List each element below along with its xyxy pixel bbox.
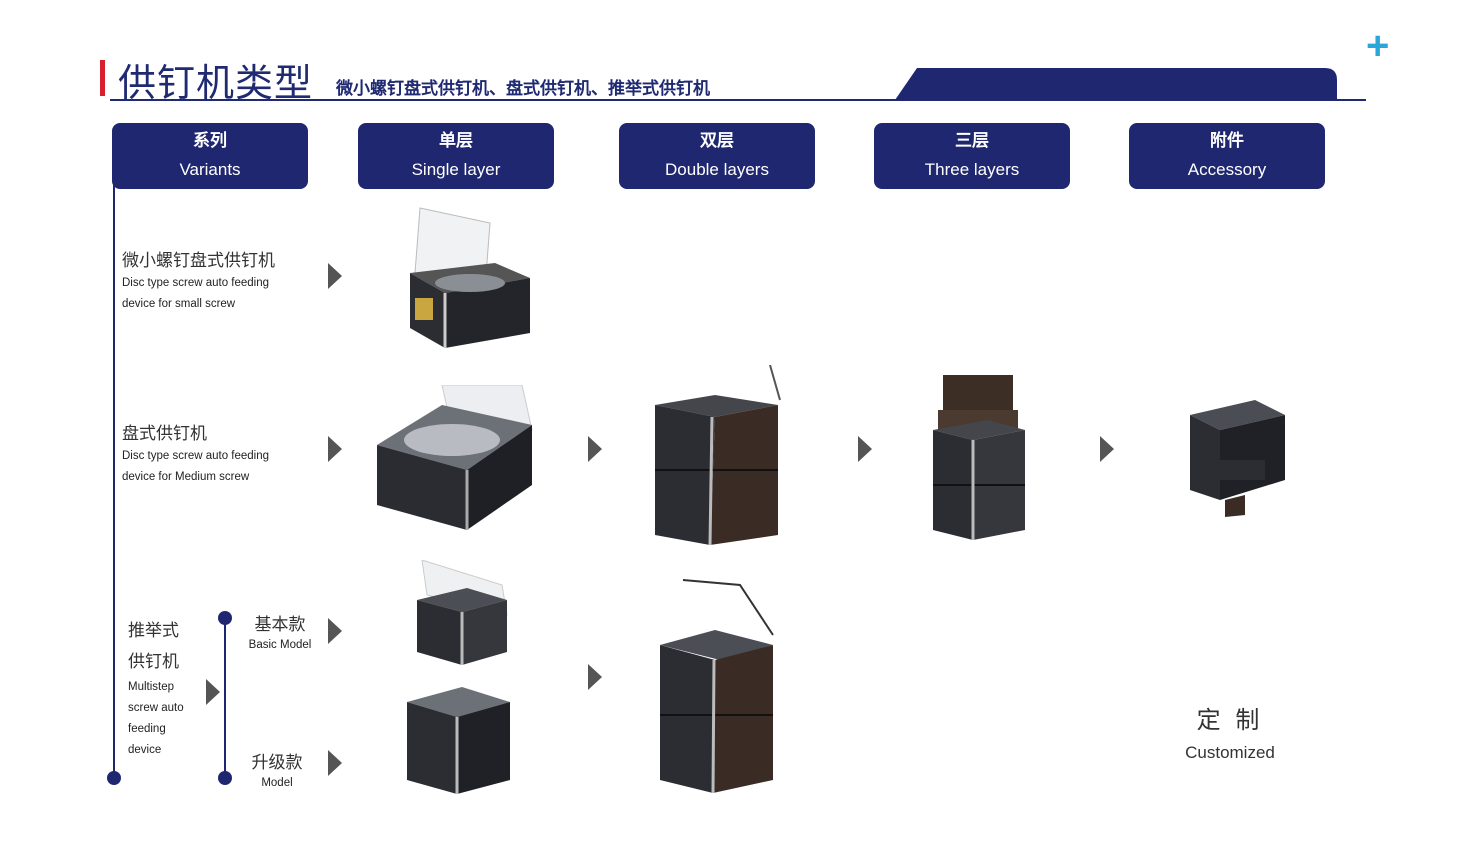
customized-en: Customized — [1185, 743, 1275, 762]
header-double-layers: 双层 Double layers — [619, 123, 815, 189]
arrow-right-icon — [206, 679, 220, 705]
header-three-layers-en: Three layers — [924, 160, 1020, 179]
upgrade-model-zh: 升级款 — [251, 753, 303, 772]
plus-icon[interactable]: + — [1366, 24, 1390, 68]
row-small-en2: device for small screw — [122, 298, 236, 310]
header-three-layers: 三层 Three layers — [874, 123, 1070, 189]
row-medium-en2: device for Medium screw — [122, 471, 250, 483]
product-multistep-upgrade-image — [407, 687, 510, 794]
header-single-layer: 单层 Single layer — [358, 123, 554, 189]
product-accessory-image — [1190, 400, 1285, 517]
row-small-screw-label: 微小螺钉盘式供钉机 Disc type screw auto feeding d… — [122, 246, 312, 315]
upgrade-model-label: 升级款 Model — [240, 748, 314, 789]
arrow-right-icon — [1100, 436, 1114, 462]
product-three-layer-feeder-image — [933, 375, 1025, 540]
header-variants: 系列 Variants — [112, 123, 308, 189]
customized-zh: 定 制 — [1196, 707, 1264, 734]
product-small-disc-feeder-image — [410, 207, 530, 348]
sub-timeline-dot-bottom — [218, 771, 232, 785]
product-multistep-double-layer-image — [660, 579, 774, 794]
upgrade-model-en: Model — [261, 777, 293, 789]
row-multistep-en3: device — [128, 744, 162, 756]
variants-timeline-line — [113, 185, 115, 778]
header-single-layer-zh: 单层 — [439, 131, 473, 150]
header-variants-en: Variants — [179, 160, 241, 179]
page-title: 供钉机类型 — [118, 63, 314, 105]
row-small-en1: Disc type screw auto feeding — [122, 277, 270, 289]
arrow-right-icon — [858, 436, 872, 462]
row-multistep-label: 推举式 供钉机 Multistep screw auto feeding dev… — [128, 615, 208, 761]
customized-block: 定 制 Customized — [1170, 700, 1290, 763]
arrow-right-icon — [328, 263, 342, 289]
basic-model-label: 基本款 Basic Model — [240, 610, 320, 651]
product-medium-disc-feeder-single-image — [377, 385, 533, 530]
basic-model-en: Basic Model — [248, 639, 312, 651]
page-subtitle: 微小螺钉盘式供钉机、盘式供钉机、推举式供钉机 — [336, 79, 710, 98]
header-variants-zh: 系列 — [193, 131, 227, 150]
row-medium-zh: 盘式供钉机 — [122, 424, 207, 443]
arrow-right-icon — [328, 436, 342, 462]
row-multistep-zh2: 供钉机 — [128, 652, 179, 671]
row-multistep-en0: Multistep — [128, 681, 175, 693]
arrow-right-icon — [328, 618, 342, 644]
timeline-end-dot — [107, 771, 121, 785]
sub-timeline-dot-top — [218, 611, 232, 625]
arrow-right-icon — [328, 750, 342, 776]
row-medium-screw-label: 盘式供钉机 Disc type screw auto feeding devic… — [122, 419, 312, 488]
header-accessory: 附件 Accessory — [1129, 123, 1325, 189]
header-accessory-zh: 附件 — [1210, 131, 1244, 150]
arrow-right-icon — [588, 436, 602, 462]
header-single-layer-en: Single layer — [411, 160, 501, 179]
arrow-right-icon — [588, 664, 602, 690]
title-accent-bar — [100, 60, 105, 96]
row-multistep-en1: screw auto — [128, 702, 184, 714]
header-double-layers-zh: 双层 — [700, 131, 734, 150]
header-accessory-en: Accessory — [1187, 160, 1267, 179]
header-double-layers-en: Double layers — [665, 160, 769, 179]
sub-timeline-line — [224, 618, 226, 778]
row-multistep-zh1: 推举式 — [128, 621, 179, 640]
product-multistep-basic-image — [417, 560, 508, 665]
product-double-layer-feeder-image — [655, 365, 781, 546]
row-medium-en1: Disc type screw auto feeding — [122, 450, 270, 462]
title-banner-shape — [895, 68, 1337, 100]
title-underline — [110, 99, 1366, 101]
row-multistep-en2: feeding — [128, 723, 166, 735]
basic-model-zh: 基本款 — [254, 615, 306, 634]
header-three-layers-zh: 三层 — [955, 131, 989, 150]
row-small-zh: 微小螺钉盘式供钉机 — [122, 251, 275, 270]
